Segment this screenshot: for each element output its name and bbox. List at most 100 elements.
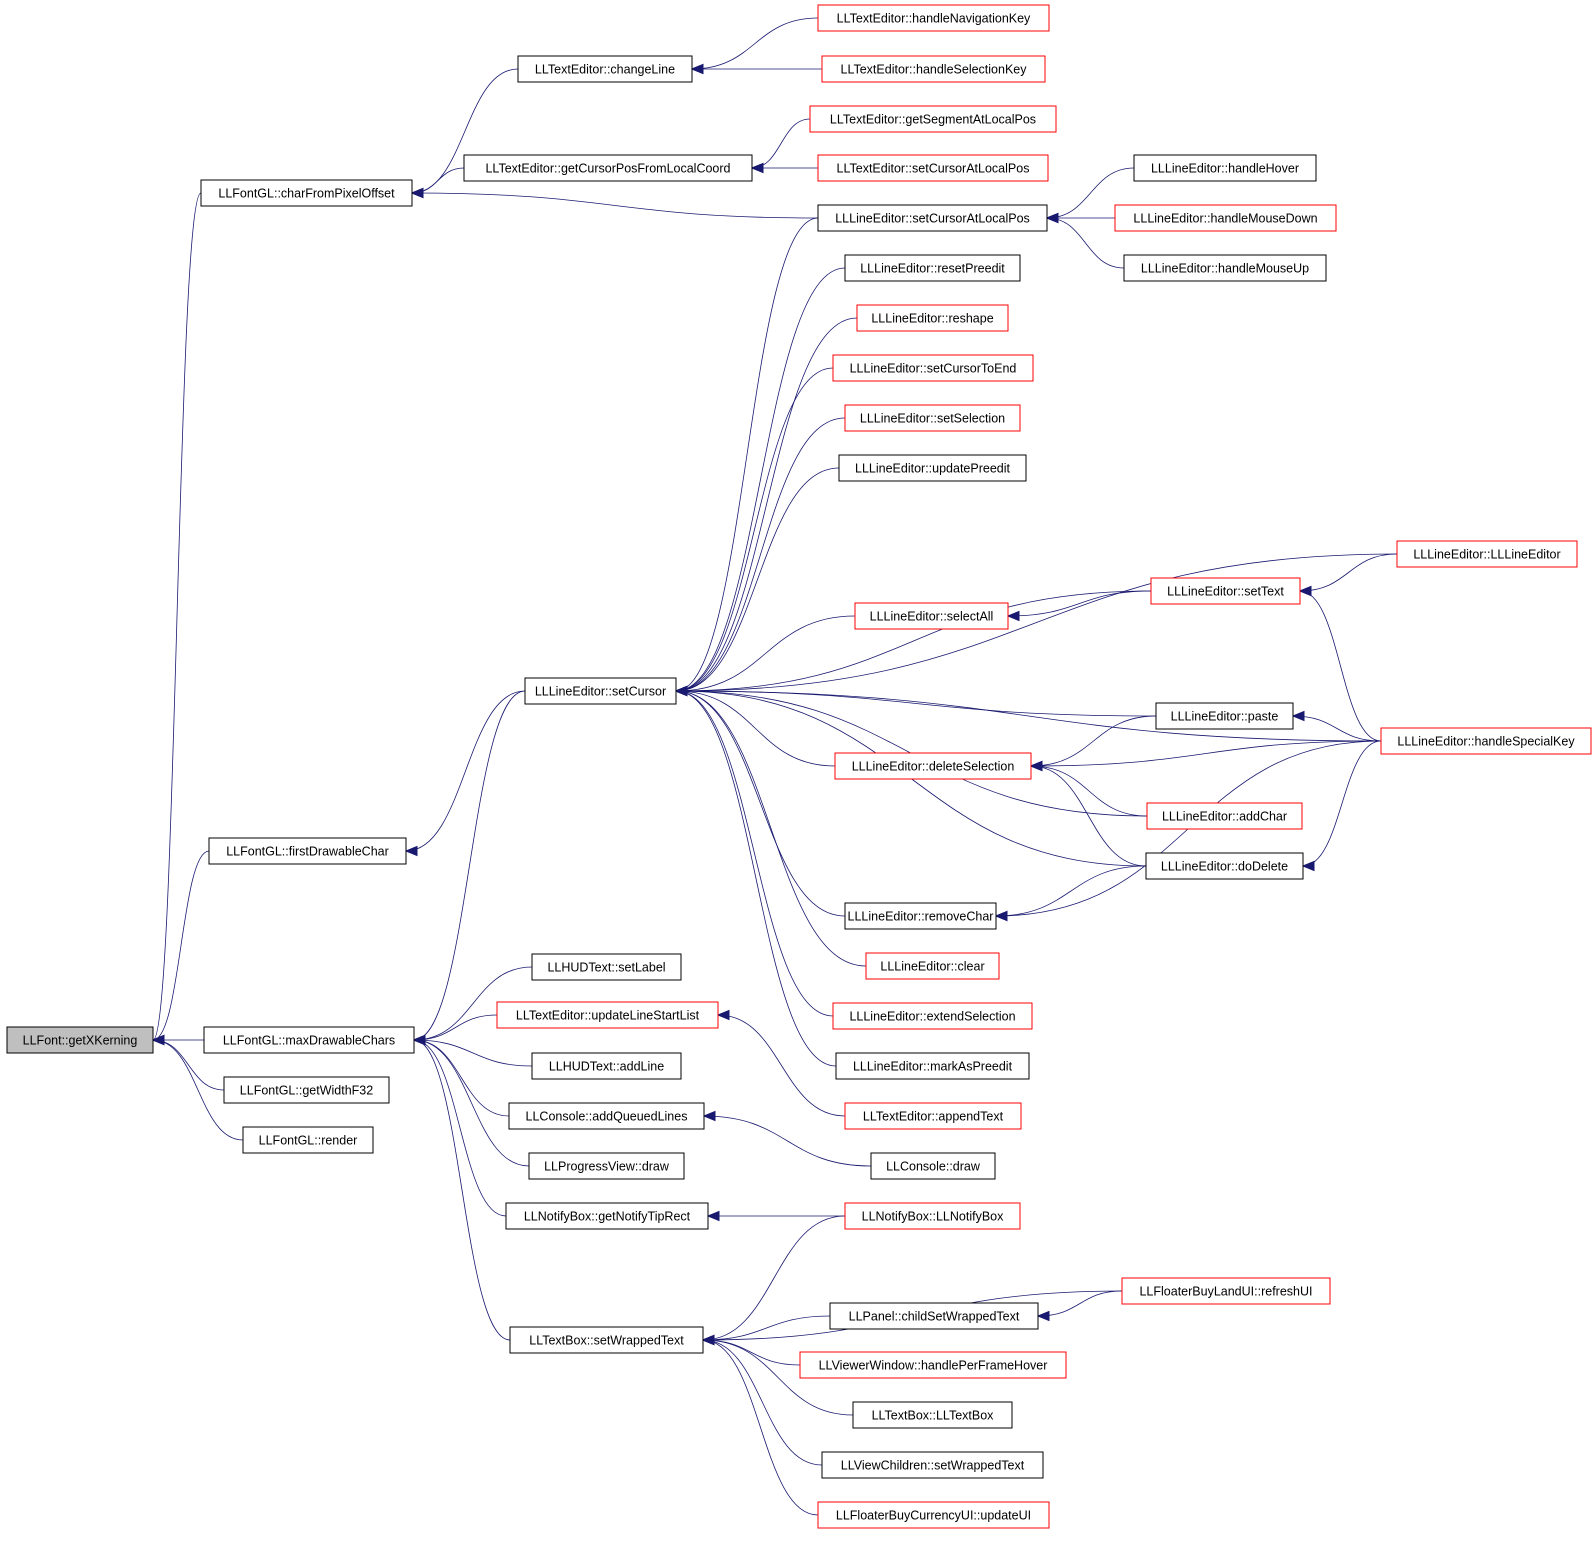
node-update-preedit[interactable]: LLLineEditor::updatePreedit <box>838 454 1027 482</box>
node-mark-as-preedit[interactable]: LLLineEditor::markAsPreedit <box>835 1052 1030 1080</box>
node-get-cursor-pos-from-local-coord[interactable]: LLTextEditor::getCursorPosFromLocalCoord <box>463 154 753 182</box>
node-set-cursor-to-end[interactable]: LLLineEditor::setCursorToEnd <box>832 354 1034 382</box>
node-handle-hover[interactable]: LLLineEditor::handleHover <box>1133 154 1317 182</box>
node-get-segment-at-local-pos[interactable]: LLTextEditor::getSegmentAtLocalPos <box>809 105 1057 133</box>
edge-console-draw-to-add-queued-lines <box>703 1115 872 1167</box>
node-label: LLLineEditor::removeChar <box>848 910 994 924</box>
arrowhead <box>1006 610 1020 622</box>
node-ll-text-box[interactable]: LLTextBox::LLTextBox <box>852 1401 1013 1429</box>
edge-remove-char-to-set-cursor <box>675 690 846 917</box>
node-box <box>809 105 1057 133</box>
edge-update-preedit-to-set-cursor <box>675 467 840 692</box>
node-add-queued-lines[interactable]: LLConsole::addQueuedLines <box>508 1102 705 1130</box>
node-remove-char[interactable]: LLLineEditor::removeChar <box>844 902 997 930</box>
node-label: LLTextBox::setWrappedText <box>529 1334 684 1348</box>
edge-update-ui-to-set-wrapped-text <box>702 1339 819 1516</box>
node-console-draw[interactable]: LLConsole::draw <box>870 1152 996 1180</box>
node-set-text[interactable]: LLLineEditor::setText <box>1150 577 1301 605</box>
node-handle-navigation-key[interactable]: LLTextEditor::handleNavigationKey <box>817 4 1050 32</box>
edge-delete-selection-to-set-cursor <box>675 690 836 767</box>
node-child-set-wrapped-text[interactable]: LLPanel::childSetWrappedText <box>829 1302 1039 1330</box>
node-reshape[interactable]: LLLineEditor::reshape <box>856 304 1009 332</box>
node-label: LLLineEditor::setCursor <box>535 685 666 699</box>
node-label: LLLineEditor::reshape <box>871 312 993 326</box>
node-add-line[interactable]: LLHUDText::addLine <box>531 1052 682 1080</box>
node-label: LLFont::getXKerning <box>23 1034 138 1048</box>
node-box <box>1123 254 1327 282</box>
node-max-drawable-chars[interactable]: LLFontGL::maxDrawableChars <box>203 1026 415 1054</box>
edge-append-text-to-update-line-start-list <box>717 1014 846 1117</box>
node-te-set-cursor-at-local-pos[interactable]: LLTextEditor::setCursorAtLocalPos <box>817 154 1049 182</box>
node-label: LLHUDText::setLabel <box>547 961 665 975</box>
node-get-xkerning[interactable]: LLFont::getXKerning <box>6 1026 154 1054</box>
edge-set-wrapped-text-to-max-drawable-chars <box>413 1039 511 1341</box>
node-render[interactable]: LLFontGL::render <box>242 1126 374 1154</box>
node-box <box>528 1152 685 1180</box>
node-progress-draw[interactable]: LLProgressView::draw <box>528 1152 685 1180</box>
node-char-from-pixel-offset[interactable]: LLFontGL::charFromPixelOffset <box>200 179 413 207</box>
node-ll-notify-box[interactable]: LLNotifyBox::LLNotifyBox <box>844 1202 1021 1230</box>
node-set-wrapped-text[interactable]: LLTextBox::setWrappedText <box>509 1326 704 1354</box>
arrowhead <box>702 1110 716 1122</box>
edge-set-cursor-to-end-to-set-cursor <box>675 367 834 692</box>
node-le-set-cursor-at-local-pos[interactable]: LLLineEditor::setCursorAtLocalPos <box>817 204 1048 232</box>
edge-child-set-wrapped-text-to-set-wrapped-text <box>702 1315 831 1341</box>
node-box <box>517 55 693 83</box>
node-vc-set-wrapped-text[interactable]: LLViewChildren::setWrappedText <box>821 1451 1044 1479</box>
node-refresh-ui[interactable]: LLFloaterBuyLandUI::refreshUI <box>1121 1277 1331 1305</box>
node-get-width-f32[interactable]: LLFontGL::getWidthF32 <box>223 1076 390 1104</box>
node-label: LLLineEditor::deleteSelection <box>852 760 1015 774</box>
node-reset-preedit[interactable]: LLLineEditor::resetPreedit <box>844 254 1021 282</box>
node-label: LLTextEditor::handleNavigationKey <box>837 12 1031 26</box>
node-box <box>524 677 677 705</box>
node-paste[interactable]: LLLineEditor::paste <box>1155 702 1294 730</box>
arrowhead <box>750 162 764 174</box>
edge-handle-special-key-to-set-text <box>1299 590 1382 742</box>
node-extend-selection[interactable]: LLLineEditor::extendSelection <box>832 1002 1033 1030</box>
edge-set-cursor-to-first-drawable-char <box>405 690 526 852</box>
node-get-notify-tip-rect[interactable]: LLNotifyBox::getNotifyTipRect <box>505 1202 709 1230</box>
edge-vc-set-wrapped-text-to-set-wrapped-text <box>702 1339 823 1466</box>
edge-char-from-pixel-offset-to-get-xkerning <box>152 192 202 1041</box>
edge-handle-special-key-to-paste <box>1292 715 1382 742</box>
node-label: LLViewerWindow::handlePerFrameHover <box>819 1359 1048 1373</box>
node-label: LLLineEditor::LLLineEditor <box>1413 548 1560 562</box>
node-set-selection[interactable]: LLLineEditor::setSelection <box>844 404 1021 432</box>
node-ll-line-editor[interactable]: LLLineEditor::LLLineEditor <box>1396 540 1578 568</box>
node-box <box>834 752 1032 780</box>
arrowhead <box>1301 860 1315 872</box>
node-handle-selection-key[interactable]: LLTextEditor::handleSelectionKey <box>821 55 1046 83</box>
node-label: LLLineEditor::handleHover <box>1151 162 1299 176</box>
arrowhead <box>1029 760 1043 772</box>
node-handle-mouse-down[interactable]: LLLineEditor::handleMouseDown <box>1114 204 1337 232</box>
node-label: LLLineEditor::setText <box>1167 585 1284 599</box>
arrowhead <box>706 1210 720 1222</box>
node-delete-selection[interactable]: LLLineEditor::deleteSelection <box>834 752 1032 780</box>
node-first-drawable-char[interactable]: LLFontGL::firstDrawableChar <box>208 837 407 865</box>
edge-handle-mouse-up-to-le-set-cursor-at-local-pos <box>1046 217 1125 269</box>
edge-progress-draw-to-max-drawable-chars <box>413 1039 530 1167</box>
node-append-text[interactable]: LLTextEditor::appendText <box>844 1102 1022 1130</box>
node-box <box>832 1002 1033 1030</box>
edge-le-set-cursor-at-local-pos-to-char-from-pixel-offset <box>411 192 819 219</box>
node-change-line[interactable]: LLTextEditor::changeLine <box>517 55 693 83</box>
node-box <box>844 1202 1021 1230</box>
node-update-line-start-list[interactable]: LLTextEditor::updateLineStartList <box>496 1001 719 1029</box>
node-box <box>799 1351 1067 1379</box>
node-set-label[interactable]: LLHUDText::setLabel <box>531 953 682 981</box>
node-set-cursor[interactable]: LLLineEditor::setCursor <box>524 677 677 705</box>
node-label: LLTextEditor::updateLineStartList <box>516 1009 700 1023</box>
edge-first-drawable-char-to-get-xkerning <box>152 850 210 1041</box>
edge-paste-to-set-cursor <box>675 690 1157 717</box>
node-update-ui[interactable]: LLFloaterBuyCurrencyUI::updateUI <box>817 1501 1050 1529</box>
node-clear[interactable]: LLLineEditor::clear <box>865 952 1000 980</box>
node-add-char[interactable]: LLLineEditor::addChar <box>1146 802 1303 830</box>
node-do-delete[interactable]: LLLineEditor::doDelete <box>1145 852 1304 880</box>
node-handle-special-key[interactable]: LLLineEditor::handleSpecialKey <box>1380 727 1592 755</box>
node-select-all[interactable]: LLLineEditor::selectAll <box>854 602 1009 630</box>
node-handle-mouse-up[interactable]: LLLineEditor::handleMouseUp <box>1123 254 1327 282</box>
node-box <box>865 952 1000 980</box>
node-box <box>817 4 1050 32</box>
edge-render-to-get-xkerning <box>152 1039 244 1141</box>
node-handle-per-frame-hover[interactable]: LLViewerWindow::handlePerFrameHover <box>799 1351 1067 1379</box>
